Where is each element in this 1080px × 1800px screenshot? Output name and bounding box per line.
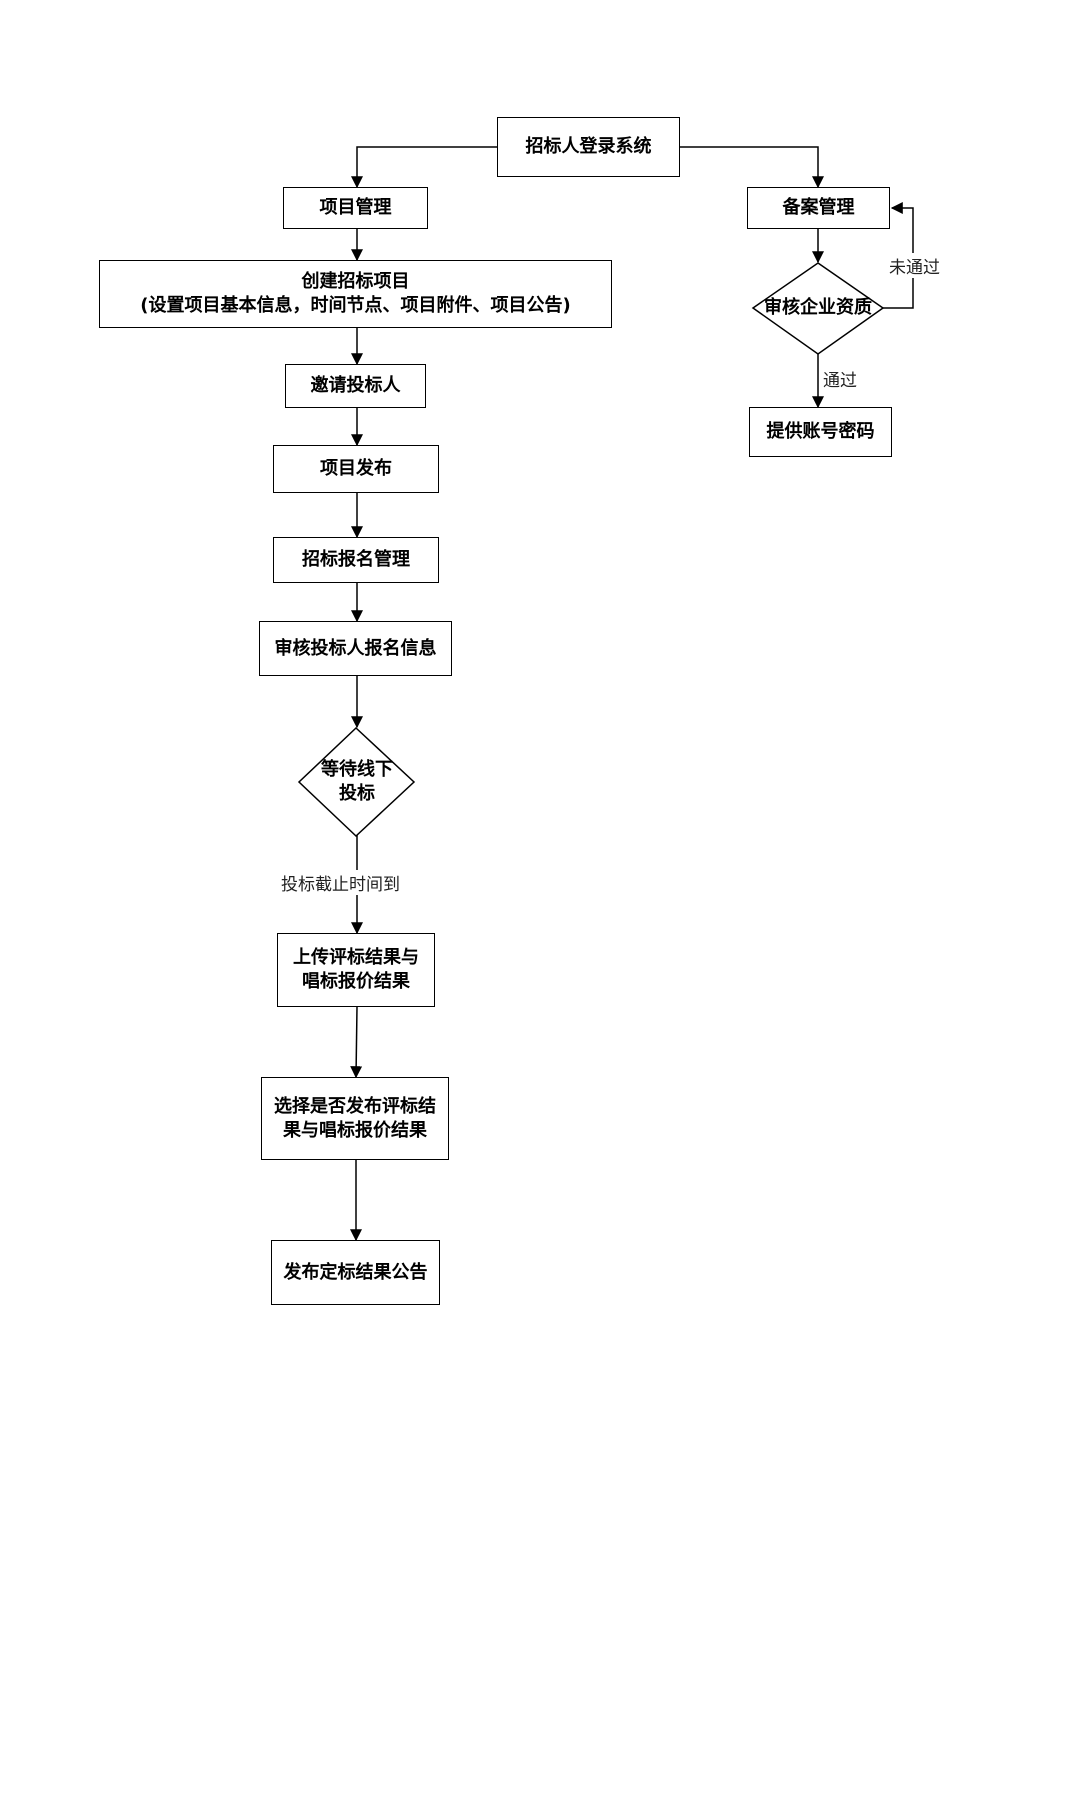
node-review-company-label: 审核企业资质 [748,292,888,324]
decision-wait-offline-bid [297,726,416,838]
node-filing-mgmt-label: 备案管理 [782,197,855,218]
node-upload-line2: 唱标报价结果 [302,971,410,992]
node-login: 招标人登录系统 [497,117,680,177]
node-review-signup: 审核投标人报名信息 [259,621,452,676]
node-create-project-title: 创建招标项目 [301,271,410,292]
node-wait-line2: 投标 [339,783,375,804]
node-create-project-detail: (设置项目基本信息，时间节点、项目附件、项目公告) [140,295,571,316]
node-invite-bidders-label: 邀请投标人 [310,375,401,396]
node-login-label: 招标人登录系统 [525,136,652,157]
node-invite-bidders: 邀请投标人 [285,364,426,408]
decision-review-company [751,262,885,355]
node-signup-mgmt: 招标报名管理 [273,537,439,583]
node-project-publish-label: 项目发布 [320,458,392,479]
node-signup-mgmt-label: 招标报名管理 [302,549,410,570]
node-choose-line2: 果与唱标报价结果 [283,1119,427,1141]
node-project-publish: 项目发布 [273,445,439,493]
edge-label-rejected: 未通过 [889,253,940,278]
edge-label-passed: 通过 [823,366,857,391]
edge-upload-to-choose [350,1006,363,1079]
node-review-company-text: 审核企业资质 [764,297,872,318]
node-choose-publish: 选择是否发布评标结 果与唱标报价结果 [261,1077,449,1160]
node-project-mgmt: 项目管理 [283,187,428,229]
node-wait-offline-bid-label: 等待线下 投标 [305,752,409,812]
edge-label-deadline: 投标截止时间到 [281,870,400,895]
node-choose-line1: 选择是否发布评标结 [274,1095,436,1117]
node-upload-line1: 上传评标结果与 [293,947,419,968]
node-final-notice: 发布定标结果公告 [271,1240,440,1305]
node-create-project: 创建招标项目 (设置项目基本信息，时间节点、项目附件、项目公告) [99,260,612,328]
node-filing-mgmt: 备案管理 [747,187,890,229]
node-provide-account-label: 提供账号密码 [766,421,875,442]
node-review-signup-label: 审核投标人报名信息 [274,637,437,659]
edge-login-to-project-mgmt [351,146,497,189]
node-upload-results: 上传评标结果与 唱标报价结果 [277,933,435,1007]
node-wait-line1: 等待线下 [321,759,393,780]
node-project-mgmt-label: 项目管理 [319,197,392,218]
node-final-notice-label: 发布定标结果公告 [283,1261,428,1283]
edge-login-to-filing-mgmt [680,146,824,189]
node-provide-account: 提供账号密码 [749,407,892,457]
